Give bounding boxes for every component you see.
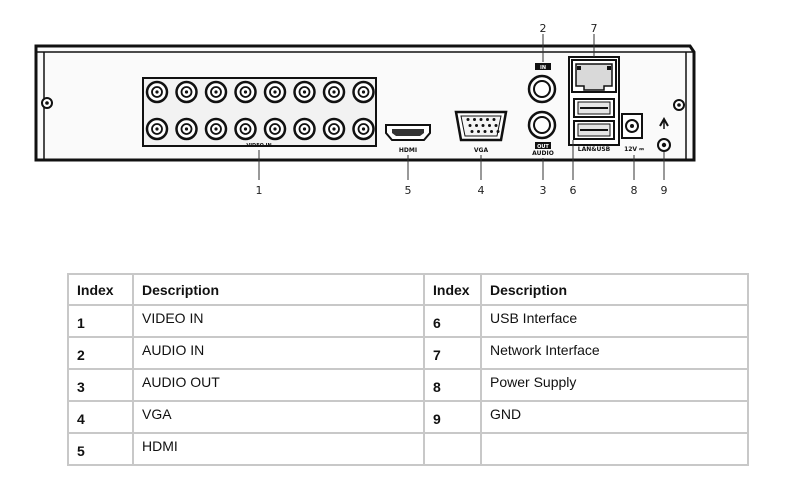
callout-7: 7 xyxy=(591,22,598,35)
row-description-right: GND xyxy=(480,400,749,434)
vga-label: VGA xyxy=(474,147,489,154)
bnc-connector-icon xyxy=(234,80,257,104)
vga-pin xyxy=(496,130,500,133)
lan-port-icon xyxy=(571,59,617,93)
vga-pin xyxy=(477,130,480,133)
lan-usb-block: LAN&USB xyxy=(568,56,620,153)
audio-out-jack-icon xyxy=(527,110,557,140)
vga-pin xyxy=(475,124,478,127)
table-row: 1 VIDEO IN 6 USB Interface xyxy=(67,304,749,338)
video-in-label: VIDEO IN xyxy=(246,143,271,149)
row-description-right: USB Interface xyxy=(480,304,749,338)
vga-pin xyxy=(488,124,491,127)
row-index-left: 2 xyxy=(67,336,134,370)
row-index-right xyxy=(423,432,482,466)
header-index-right: Index xyxy=(423,273,482,306)
vga-pin xyxy=(468,124,472,127)
bnc-connector-icon xyxy=(322,80,346,104)
bnc-connector-icon xyxy=(322,117,346,141)
usb-port-top-icon xyxy=(573,98,615,118)
svg-text:OUT: OUT xyxy=(537,144,549,150)
ground-terminal-icon xyxy=(657,116,671,152)
bnc-connector-icon xyxy=(293,117,316,141)
vga-pin xyxy=(494,124,498,127)
row-index-left: 3 xyxy=(67,368,134,402)
row-index-right: 9 xyxy=(423,400,482,434)
hdmi-label: HDMI xyxy=(399,147,417,154)
row-description-left: HDMI xyxy=(132,432,425,466)
callout-8: 8 xyxy=(631,184,638,197)
vga-pin xyxy=(470,130,474,133)
bnc-connector-icon xyxy=(145,80,169,104)
bnc-connector-icon xyxy=(352,80,375,104)
mount-screw-left-icon xyxy=(41,97,53,109)
vga-pin xyxy=(473,118,476,121)
table-row: 4 VGA 9 GND xyxy=(67,400,749,434)
bnc-connector-icon xyxy=(175,80,198,104)
callout-2: 2 xyxy=(540,22,547,35)
vga-pin xyxy=(481,124,485,127)
bnc-connector-icon xyxy=(204,117,228,141)
row-index-right: 7 xyxy=(423,336,482,370)
vga-pin xyxy=(490,130,493,133)
vga-pin xyxy=(466,118,470,121)
header-description-right: Description xyxy=(480,273,749,306)
callout-3: 3 xyxy=(540,184,547,197)
hdmi-port-icon: HDMI xyxy=(385,124,431,154)
row-index-right: 8 xyxy=(423,368,482,402)
row-index-left: 1 xyxy=(67,304,134,338)
callout-lines xyxy=(258,34,665,180)
callout-6: 6 xyxy=(570,184,577,197)
table-header-row: Index Description Index Description xyxy=(67,273,749,306)
bnc-connector-icon xyxy=(352,117,375,141)
callout-1: 1 xyxy=(256,184,263,197)
vga-port-icon: VGA xyxy=(454,110,508,154)
row-description-left: AUDIO IN xyxy=(132,336,425,370)
bnc-connector-icon xyxy=(293,80,316,104)
usb-port-bottom-icon xyxy=(573,120,615,140)
row-description-left: AUDIO OUT xyxy=(132,368,425,402)
row-index-right: 6 xyxy=(423,304,482,338)
row-index-left: 5 xyxy=(67,432,134,466)
bnc-connector-icon xyxy=(263,117,287,141)
table-row: 2 AUDIO IN 7 Network Interface xyxy=(67,336,749,370)
row-description-left: VGA xyxy=(132,400,425,434)
table-row: 3 AUDIO OUT 8 Power Supply xyxy=(67,368,749,402)
callout-5: 5 xyxy=(405,184,412,197)
vga-pin xyxy=(492,118,496,121)
callout-4: 4 xyxy=(478,184,485,197)
svg-text:IN: IN xyxy=(540,65,546,71)
header-description-left: Description xyxy=(132,273,425,306)
row-index-left: 4 xyxy=(67,400,134,434)
audio-in-jack-icon xyxy=(527,74,557,104)
row-description-right: Power Supply xyxy=(480,368,749,402)
bnc-connector-icon xyxy=(234,117,257,141)
row-description-left: VIDEO IN xyxy=(132,304,425,338)
table-row: 5 HDMI xyxy=(67,432,749,466)
vga-pin xyxy=(479,118,483,121)
lan-usb-label: LAN&USB xyxy=(578,146,611,153)
bnc-connector-icon xyxy=(204,80,228,104)
video-in-bnc-block: VIDEO IN xyxy=(142,77,377,149)
rear-panel-diagram: VIDEO IN HDMI VGA IN OUT AUDIO xyxy=(34,22,696,197)
row-description-right: Network Interface xyxy=(480,336,749,370)
power-label: 12V ⎓ xyxy=(624,146,644,153)
bnc-connector-icon xyxy=(145,117,169,141)
header-index-left: Index xyxy=(67,273,134,306)
audio-in-tag: IN xyxy=(535,63,551,71)
bnc-connector-icon xyxy=(175,117,198,141)
row-description-right xyxy=(480,432,749,466)
bnc-connector-icon xyxy=(263,80,287,104)
power-jack-icon: 12V ⎓ xyxy=(621,113,644,153)
audio-label: AUDIO xyxy=(532,150,554,157)
audio-out-tag: OUT xyxy=(535,142,551,150)
vga-pin xyxy=(483,130,487,133)
callout-9: 9 xyxy=(661,184,668,197)
vga-pin xyxy=(486,118,489,121)
mount-screw-right-icon xyxy=(673,99,685,111)
port-description-table: Index Description Index Description 1 VI… xyxy=(67,273,749,466)
